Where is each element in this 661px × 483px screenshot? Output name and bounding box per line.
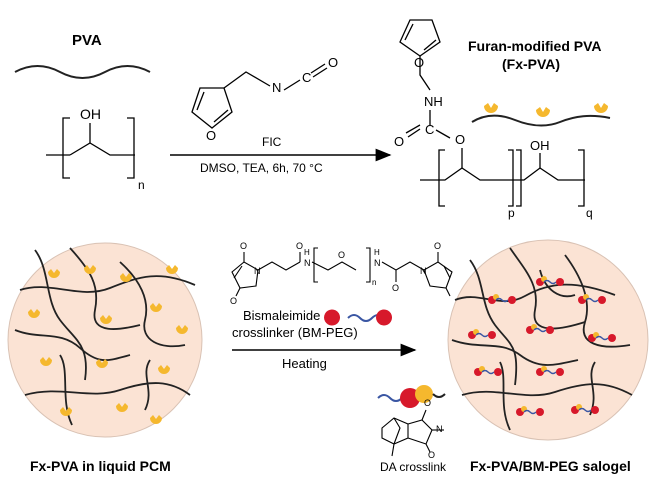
reagent-fic: FIC [262,135,282,149]
left-circle [7,242,203,438]
right-chains [451,247,633,431]
left-chains [14,247,196,426]
fic-o-ring: O [206,128,217,143]
product-oh: OH [530,138,550,153]
bm-subscript-n: n [372,278,377,287]
furan-marker-group [484,103,608,117]
heating-label: Heating [282,356,327,371]
reaction-conditions: DMSO, TEA, 6h, 70 °C [200,161,323,175]
product-subscript-q: q [586,206,593,220]
bm-h2: H [374,248,380,257]
right-crosslinks [468,276,616,416]
da-adduct-icon [377,385,446,408]
bm-n2: N [420,266,427,276]
fic-c: C [302,70,312,85]
product-abbreviation: (Fx-PVA) [502,56,561,72]
bm-nh1: N [304,258,311,268]
product-nh: NH [424,94,443,109]
left-caption: Fx-PVA in liquid PCM [30,458,171,474]
pva-structure [46,117,135,179]
bm-o4: O [392,283,400,293]
right-circle [447,239,649,441]
pva-oh: OH [80,106,101,122]
fic-o: O [328,55,339,70]
bm-o5: O [434,241,442,251]
product-subscript-p: p [508,206,515,220]
bm-nh2: N [374,258,381,268]
product-o-ring: O [414,55,425,70]
da-crosslink-label: DA crosslink [380,460,447,474]
da-o2: O [428,450,436,460]
furan-marker [484,103,498,113]
furan-marker [594,103,608,113]
da-n: N [436,424,443,434]
da-crosslink-structure [381,409,444,457]
product-structure [399,19,585,207]
crosslinker-line1: Bismaleimide [243,308,321,323]
fic-n: N [272,80,282,95]
bm-peg-structure [231,247,453,297]
pva-chain [14,65,151,79]
product-c: C [425,122,435,137]
da-o1: O [424,398,432,408]
bm-h1: H [304,248,310,257]
bm-o1: O [240,241,248,251]
pva-title: PVA [72,32,102,49]
left-furan-markers [28,265,188,424]
bm-o2: O [230,296,238,306]
bm-peg-icon [324,309,392,326]
product-o-ester: O [455,132,466,147]
pva-subscript-n: n [138,178,145,192]
bm-o-peg: O [338,250,346,260]
fx-pva-chain [471,114,611,127]
furan-marker [536,107,550,117]
product-o-carbonyl: O [394,134,405,149]
bm-n1: N [254,266,261,276]
right-caption: Fx-PVA/BM-PEG salogel [470,458,631,474]
fic-structure [191,63,328,129]
product-title: Furan-modified PVA [468,38,602,54]
bm-o3: O [296,241,304,251]
crosslinker-line2: crosslinker (BM-PEG) [232,325,358,340]
